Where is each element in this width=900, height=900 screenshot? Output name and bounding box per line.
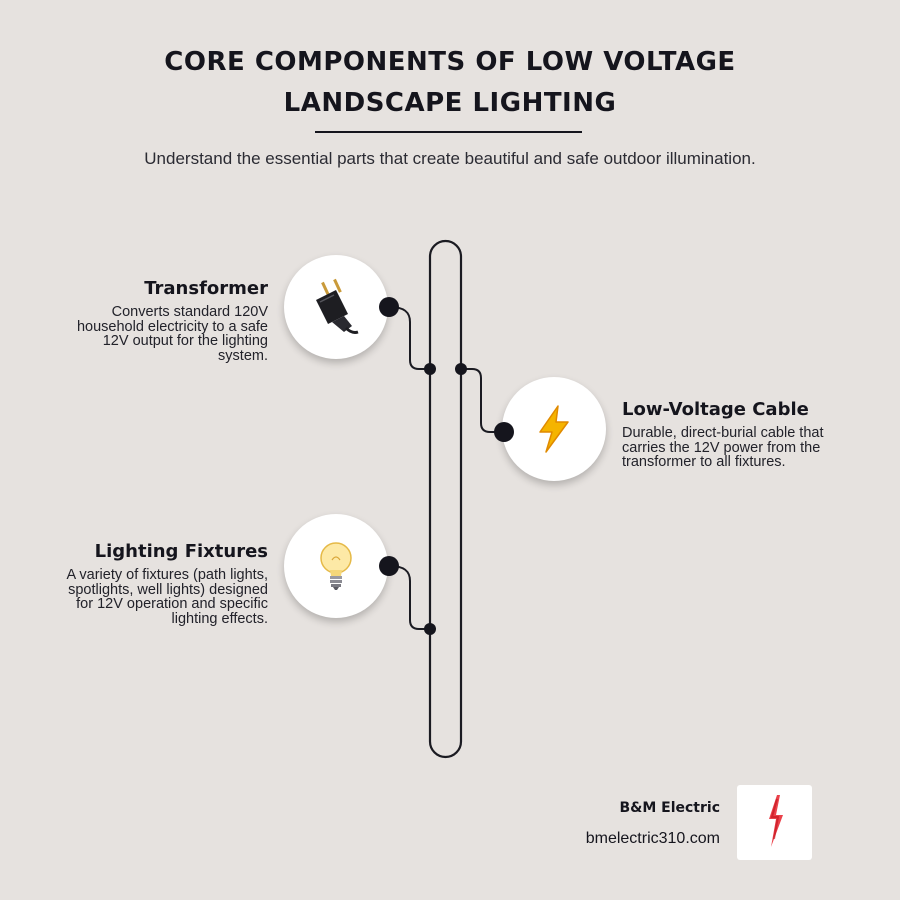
title-line-2: LANDSCAPE LIGHTING [283,88,617,118]
junction-dot-fixtures [424,623,436,635]
transformer-title: Transformer [144,278,268,299]
junction-dot-cable [455,363,467,375]
cable-description: Durable, direct-burial cable that carrie… [622,425,824,470]
page-subtitle: Understand the essential parts that crea… [144,149,756,168]
company-url[interactable]: bmelectric310.com [585,830,720,847]
fixtures-description: A variety of fixtures (path lights, spot… [66,567,268,627]
cable-block: Low-Voltage Cable Durable, direct-burial… [622,398,850,470]
fixtures-title: Lighting Fixtures [94,541,268,562]
title-underline [315,131,582,133]
company-name: B&M Electric [619,800,720,816]
transformer-connector-line [389,306,430,370]
cable-loop [428,239,463,759]
cable-connector-line [461,368,504,433]
transformer-block: Transformer Converts standard 120V house… [60,277,268,363]
fixtures-block: Lighting Fixtures A variety of fixtures … [52,540,268,626]
plug-icon [310,278,362,336]
cable-title: Low-Voltage Cable [622,399,809,420]
transformer-description: Converts standard 120V household electri… [76,304,268,364]
fixtures-connector-line [389,565,430,630]
page-title: CORE COMPONENTS OF LOW VOLTAGE LANDSCAPE… [0,42,900,124]
light-bulb-icon [316,540,356,592]
title-line-1: CORE COMPONENTS OF LOW VOLTAGE [164,47,736,77]
company-logo [737,785,812,860]
lightning-icon [534,404,574,454]
transformer-icon-circle [284,255,388,359]
junction-dot-transformer [424,363,436,375]
fixtures-icon-circle [284,514,388,618]
lightning-logo-icon [763,793,787,853]
cable-icon-circle [502,377,606,481]
